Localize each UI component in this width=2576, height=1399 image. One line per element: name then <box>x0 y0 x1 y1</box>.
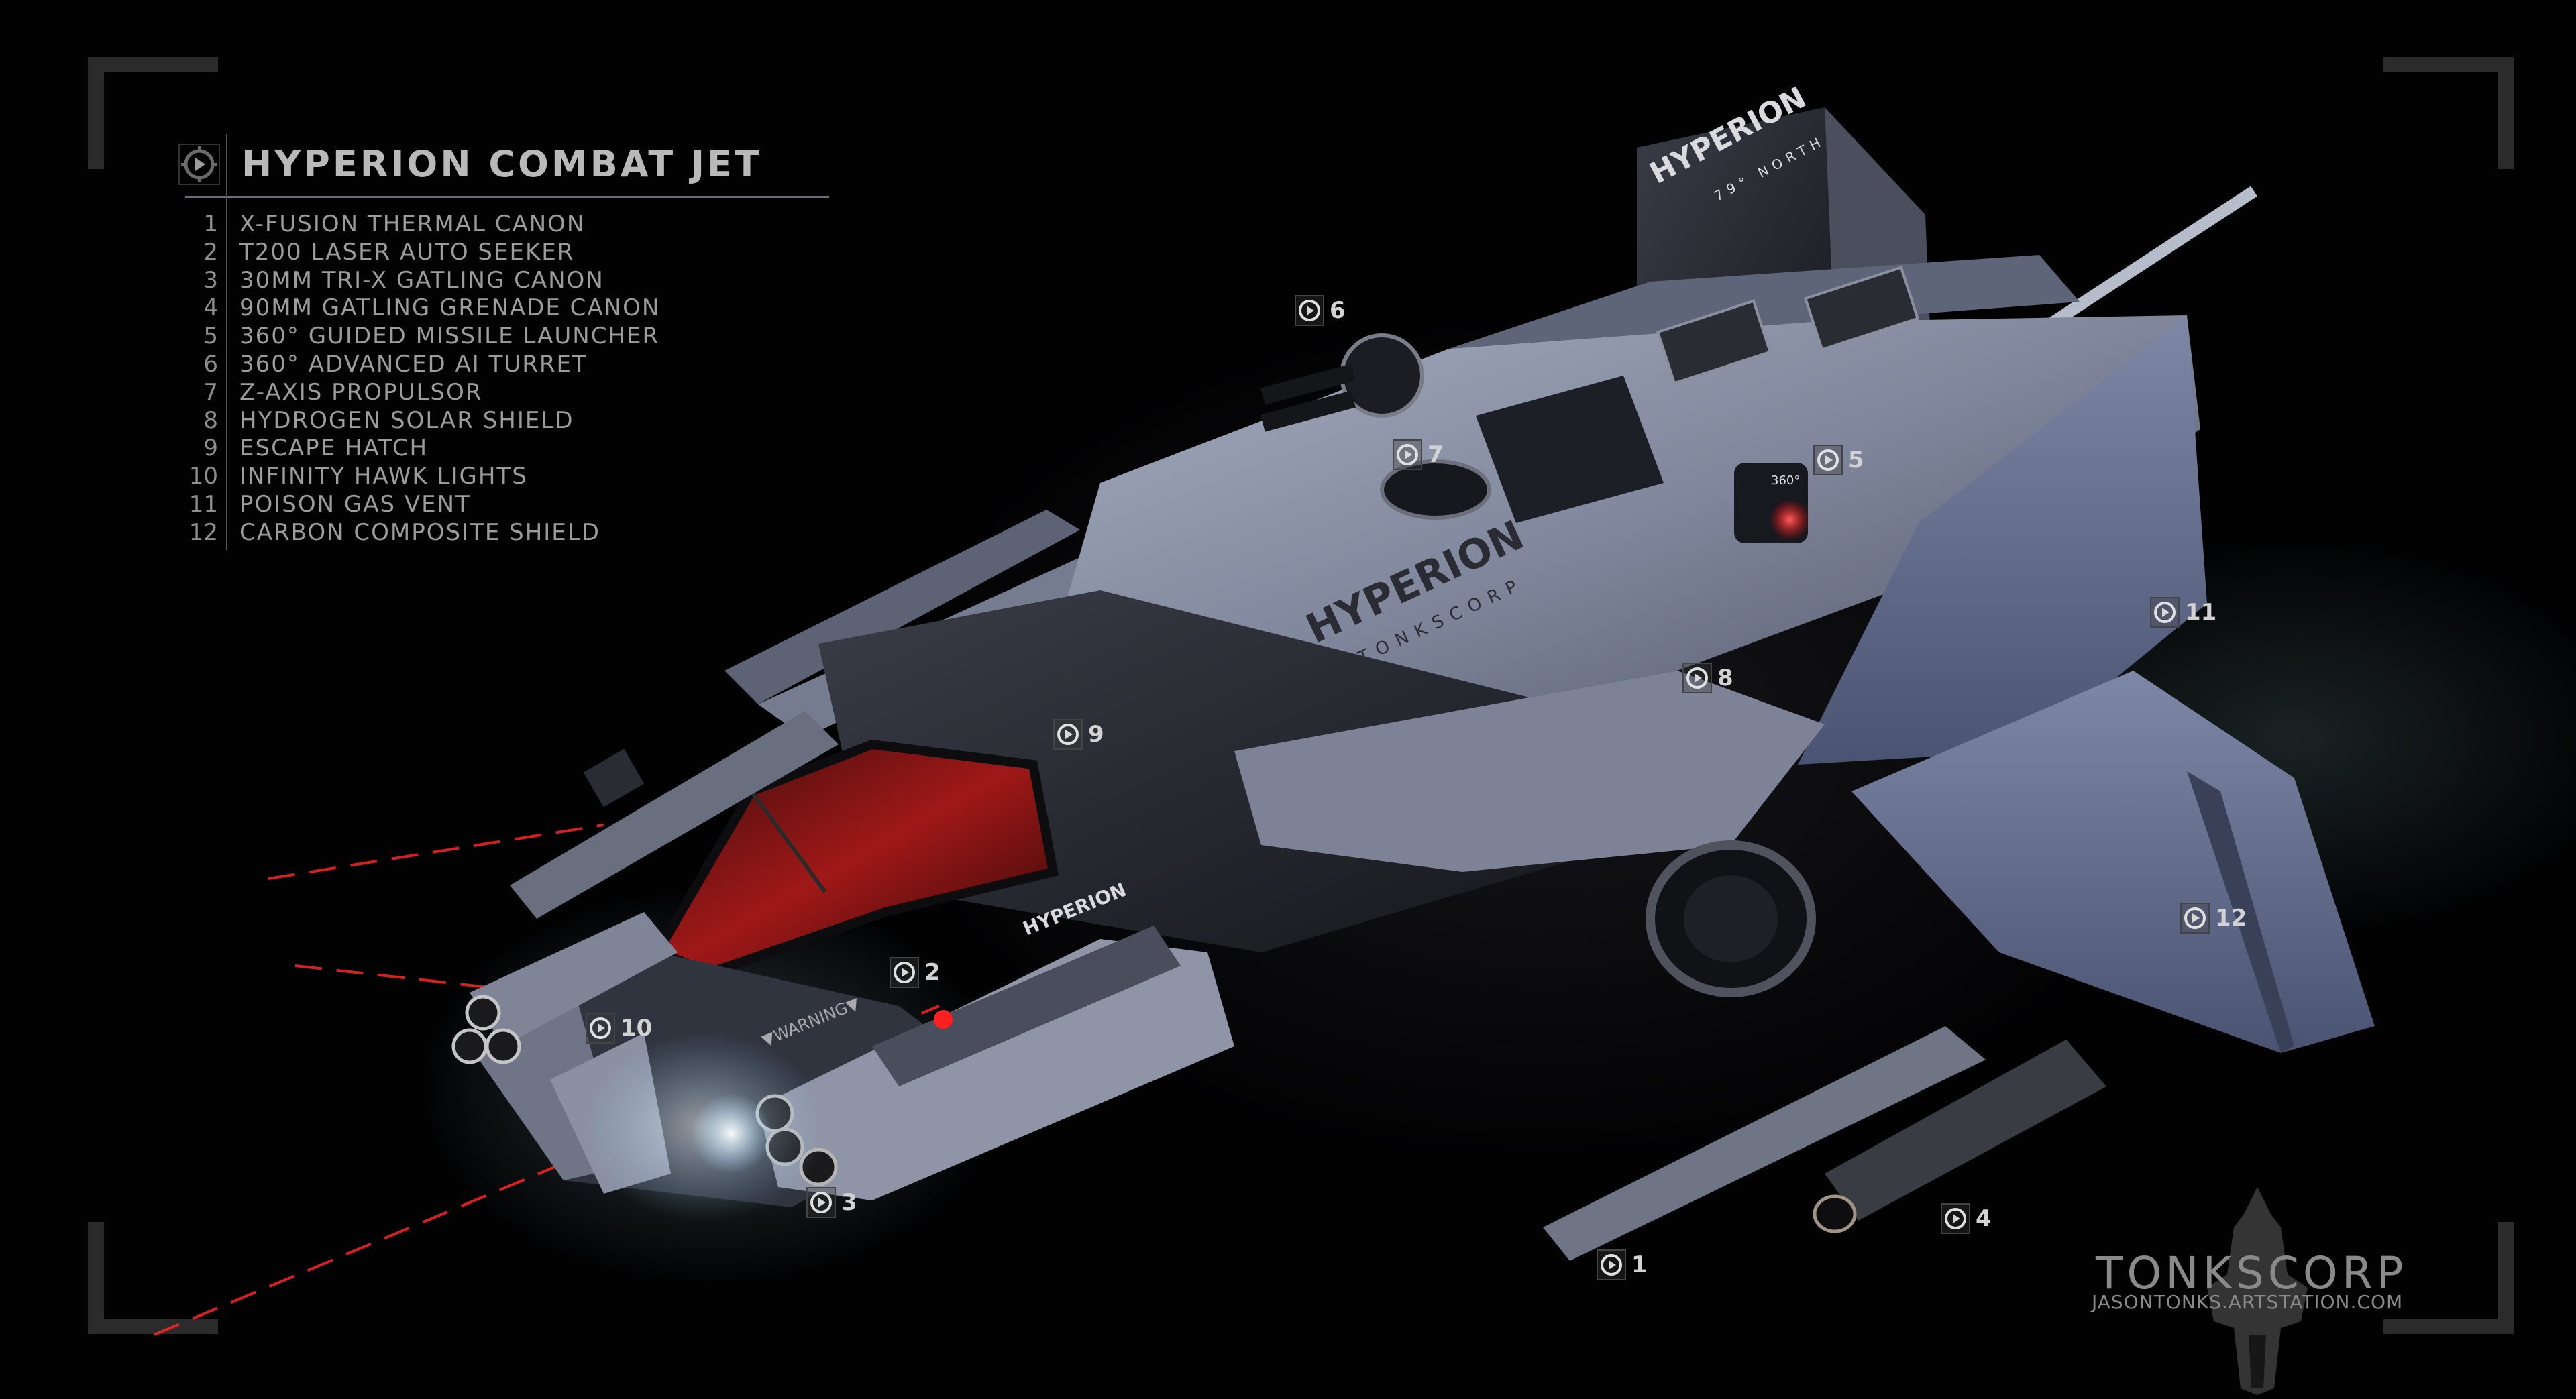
spec-label: Z-AXIS PROPULSOR <box>239 378 483 406</box>
spec-label: 90MM GATLING GRENADE CANON <box>239 294 661 322</box>
callout-4[interactable]: 4 <box>1941 1203 1992 1234</box>
callout-12[interactable]: 12 <box>2180 903 2247 934</box>
spec-item: 8 HYDROGEN SOLAR SHIELD <box>181 406 572 435</box>
corner-bracket-top-right <box>2383 57 2514 169</box>
play-target-icon <box>2150 597 2180 628</box>
spec-item: 1 X-FUSION THERMAL CANON <box>181 211 584 239</box>
play-target-icon <box>1941 1203 1970 1234</box>
spec-number: 6 <box>203 350 218 378</box>
spec-number: 2 <box>203 238 218 266</box>
callout-number: 1 <box>1631 1251 1648 1278</box>
callout-number: 3 <box>841 1189 857 1216</box>
callout-11[interactable]: 11 <box>2150 597 2216 628</box>
callout-10[interactable]: 10 <box>586 1013 652 1044</box>
spec-number: 10 <box>189 463 218 490</box>
callout-number: 4 <box>1976 1205 1992 1232</box>
spec-label: POISON GAS VENT <box>239 490 471 518</box>
play-target-icon <box>1682 663 1712 693</box>
play-target-icon <box>1053 719 1083 750</box>
corner-bracket-top-left <box>88 57 218 169</box>
watermark-brand: TONKSCORP <box>2096 1247 2408 1299</box>
spec-item: 4 90MM GATLING GRENADE CANON <box>181 294 659 323</box>
spec-item: 10 INFINITY HAWK LIGHTS <box>181 463 527 491</box>
spec-item: 7 Z-AXIS PROPULSOR <box>181 378 481 407</box>
callout-number: 6 <box>1330 297 1346 324</box>
callout-number: 9 <box>1088 721 1104 748</box>
spec-label: 360° ADVANCED AI TURRET <box>239 350 588 378</box>
play-target-icon <box>806 1187 836 1218</box>
watermark-url[interactable]: JASONTONKS.ARTSTATION.COM <box>2092 1291 2404 1313</box>
spec-item: 12 CARBON COMPOSITE SHIELD <box>181 518 599 547</box>
spec-number: 7 <box>203 378 218 406</box>
spec-label: CARBON COMPOSITE SHIELD <box>239 518 600 546</box>
corner-bracket-bottom-right <box>2383 1222 2514 1334</box>
play-target-icon <box>1393 439 1422 470</box>
page-title: HYPERION COMBAT JET <box>241 143 762 185</box>
callout-number: 10 <box>621 1015 653 1042</box>
callout-6[interactable]: 6 <box>1295 295 1346 326</box>
spec-number: 1 <box>203 211 218 237</box>
spec-item: 5 360° GUIDED MISSILE LAUNCHER <box>181 323 658 351</box>
callout-number: 8 <box>1717 665 1733 691</box>
spec-label: ESCAPE HATCH <box>239 435 429 462</box>
spec-number: 9 <box>203 435 218 462</box>
callout-3[interactable]: 3 <box>806 1187 857 1218</box>
callout-number: 11 <box>2185 599 2217 626</box>
callout-5[interactable]: 5 <box>1813 445 1864 475</box>
spec-label: 30MM TRI-X GATLING CANON <box>239 266 604 294</box>
spec-number: 4 <box>203 294 218 322</box>
play-target-icon <box>1295 295 1324 326</box>
callout-number: 7 <box>1428 441 1444 468</box>
play-target-icon <box>1597 1249 1626 1280</box>
spec-label: X-FUSION THERMAL CANON <box>239 211 586 237</box>
play-target-icon <box>2180 903 2210 934</box>
callout-number: 12 <box>2215 905 2247 932</box>
callout-2[interactable]: 2 <box>890 957 941 988</box>
spec-number: 8 <box>203 406 218 434</box>
play-target-icon <box>586 1013 615 1044</box>
callout-number: 5 <box>1848 447 1864 473</box>
spec-label: INFINITY HAWK LIGHTS <box>239 463 528 490</box>
spec-item: 11 POISON GAS VENT <box>181 490 470 519</box>
watermark-ship-silhouette <box>2207 1187 2308 1395</box>
callout-number: 2 <box>924 959 941 986</box>
spec-number: 12 <box>189 518 218 546</box>
spec-item: 2 T200 LASER AUTO SEEKER <box>181 238 573 267</box>
spec-label: 360° GUIDED MISSILE LAUNCHER <box>239 323 660 350</box>
callout-7[interactable]: 7 <box>1393 439 1444 470</box>
turret-marking: 360° <box>1771 473 1800 488</box>
play-target-icon <box>178 144 220 185</box>
list-vertical-divider <box>226 134 227 550</box>
callout-1[interactable]: 1 <box>1597 1249 1648 1280</box>
spec-number: 11 <box>189 490 218 518</box>
spec-number: 3 <box>203 266 218 294</box>
spec-item: 9 ESCAPE HATCH <box>181 435 427 463</box>
spec-list: 1 X-FUSION THERMAL CANON 2 T200 LASER AUTO… <box>181 211 659 547</box>
corner-bracket-bottom-left <box>88 1222 218 1334</box>
callout-8[interactable]: 8 <box>1682 663 1733 693</box>
spec-label: T200 LASER AUTO SEEKER <box>239 238 575 266</box>
spec-item: 6 360° ADVANCED AI TURRET <box>181 350 586 379</box>
title-divider <box>185 196 829 198</box>
spec-label: HYDROGEN SOLAR SHIELD <box>239 406 574 434</box>
play-target-icon <box>1813 445 1843 475</box>
play-target-icon <box>890 957 919 988</box>
spec-item: 3 30MM TRI-X GATLING CANON <box>181 266 602 295</box>
spec-number: 5 <box>203 323 218 350</box>
callout-9[interactable]: 9 <box>1053 719 1104 750</box>
